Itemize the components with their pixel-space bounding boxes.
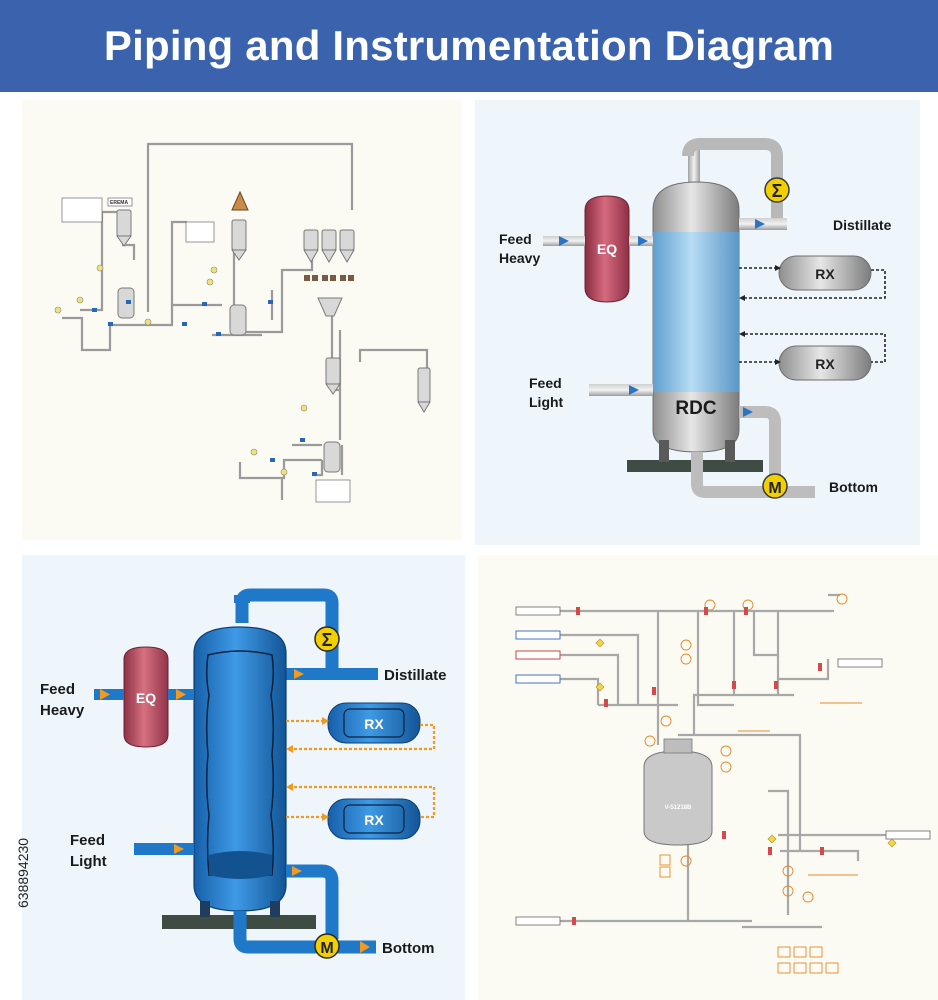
page-title: Piping and Instrumentation Diagram [103,22,835,69]
rx-label-2: RX [815,356,835,372]
rx-label-2: RX [364,812,384,828]
reboiler-icon: M [314,933,340,959]
eq-vessel: EQ [123,646,169,748]
reactor-vessel: V-51218B [643,738,713,846]
rdc-drawing: RDC Σ Distillate EQ Feed Heavy RX [499,138,892,499]
panel-blue-column-bottom-left: Σ Distillate EQ Feed Heavy [22,555,465,1000]
panel-reactor-bottom-right: V-51218B [478,555,938,1000]
reactor-label: V-51218B [665,805,692,811]
rdc-column: RDC [627,181,763,472]
rx-vessel-2: RX [778,345,872,381]
bottom-label: Bottom [382,940,435,957]
title-banner: Piping and Instrumentation Diagram [0,0,938,92]
svg-text:M: M [768,480,781,497]
erema-label: EREMA [110,200,128,206]
bottom-label: Bottom [829,479,878,495]
feed-heavy-label: Feed Heavy [499,231,540,266]
panel-rdc-top-right: RDC Σ Distillate EQ Feed Heavy RX [475,100,920,545]
svg-text:Σ: Σ [322,630,333,650]
hopper-icon [231,190,249,211]
eq-vessel: EQ [584,195,630,303]
stock-id-text: 638894230 [15,838,31,908]
reactor-drawing: V-51218B [515,593,931,974]
schematic-drawing-a: EREMA [54,142,431,503]
condenser-icon: Σ [764,177,790,203]
rx-vessel-2: RX [327,798,421,840]
feed-light-label: Feed Light [529,375,566,410]
eq-label: EQ [597,241,617,257]
blue-column-drawing: Σ Distillate EQ Feed Heavy [40,588,447,959]
rx-vessel-1: RX [327,702,421,744]
distillate-label: Distillate [833,217,892,233]
svg-text:Σ: Σ [772,181,783,201]
blue-column [162,626,316,929]
stock-id-vertical: 638894230 [15,838,31,908]
rx-label-1: RX [364,716,384,732]
condenser-icon: Σ [314,626,340,652]
reboiler-icon: M [762,473,788,499]
panel-schematic-top-left: EREMA [22,100,462,540]
eq-label: EQ [136,690,156,706]
rdc-label: RDC [675,398,716,419]
feed-light-label: Feed Light [70,832,109,870]
feed-heavy-label: Feed Heavy [40,681,85,719]
rx-label-1: RX [815,266,835,282]
schematic-vessels [116,209,431,473]
svg-text:M: M [320,940,333,957]
distillate-label: Distillate [384,667,447,684]
rx-vessel-1: RX [778,255,872,291]
